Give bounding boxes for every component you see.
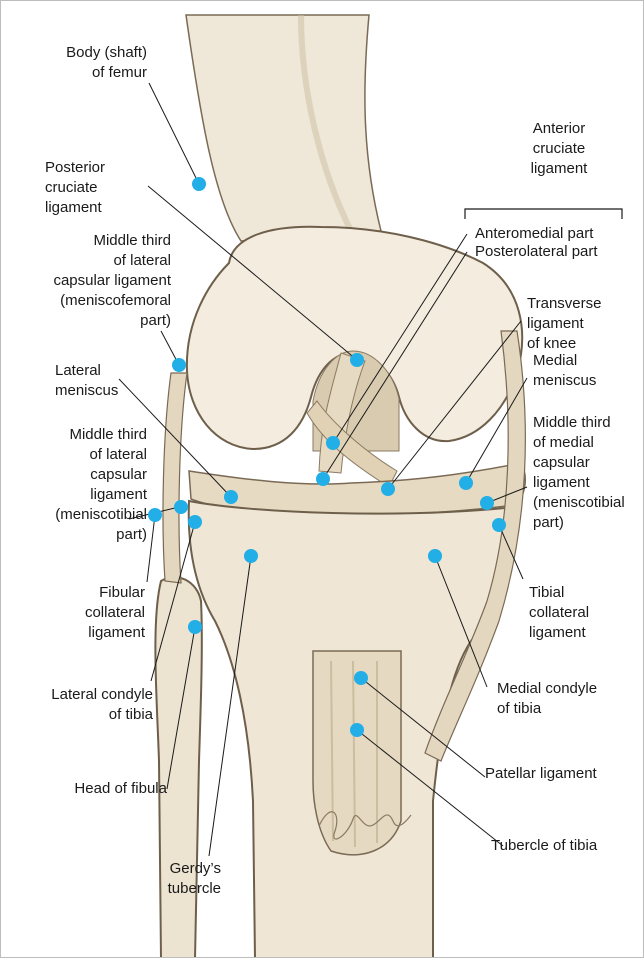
label-pcl: Posterior cruciate ligament [45,158,155,218]
femur-shaft [186,15,381,241]
marker-medial-meniscus [459,476,473,490]
label-middle-third-lat-tibial: Middle third of lateral capsular ligamen… [21,425,147,545]
label-patellar-ligament: Patellar ligament [485,764,635,784]
label-body-femur: Body (shaft) of femur [41,43,147,83]
label-fibular-collateral: Fibular collateral ligament [31,583,145,643]
marker-patellar [354,671,368,685]
marker-posterolateral [316,472,330,486]
label-acl-anteromedial: Anteromedial part [475,224,635,244]
marker-middle-third-lat-tibial [174,500,188,514]
label-tubercle-tibia: Tubercle of tibia [491,836,641,856]
fibular-collateral-band [163,373,187,583]
fibula [155,577,201,957]
marker-head-fibula [188,620,202,634]
marker-tubercle [350,723,364,737]
label-middle-third-med-tibial: Middle third of medial capsular ligament… [533,413,641,533]
marker-transverse [381,482,395,496]
leader-fibular-collateral [147,515,155,582]
label-lateral-condyle: Lateral condyle of tibia [21,685,153,725]
marker-fibular-collateral [148,508,162,522]
marker-middle-third-lat-femoral [172,358,186,372]
label-acl-posterolateral: Posterolateral part [475,242,635,262]
label-tibial-collateral: Tibial collateral ligament [529,583,629,643]
label-middle-third-lat-femoral: Middle third of lateral capsular ligamen… [21,231,171,331]
label-medial-condyle: Medial condyle of tibia [497,679,627,719]
marker-anteromedial [326,436,340,450]
label-transverse-ligament: Transverse ligament of knee [527,294,627,354]
label-lateral-meniscus: Lateral meniscus [55,361,155,401]
marker-pcl [350,353,364,367]
marker-lateral-condyle [188,515,202,529]
marker-body-femur [192,177,206,191]
acl-bracket [465,209,622,219]
leader-body-femur [149,83,199,184]
label-medial-meniscus: Medial meniscus [533,351,623,391]
marker-tibial-collateral [492,518,506,532]
marker-medial-condyle [428,549,442,563]
marker-middle-third-med-tibial [480,496,494,510]
label-gerdys-tubercle: Gerdy’s tubercle [121,859,221,899]
label-acl-title: Anterior cruciate ligament [519,119,599,179]
marker-gerdys [244,549,258,563]
marker-lateral-meniscus [224,490,238,504]
label-head-fibula: Head of fibula [21,779,167,799]
